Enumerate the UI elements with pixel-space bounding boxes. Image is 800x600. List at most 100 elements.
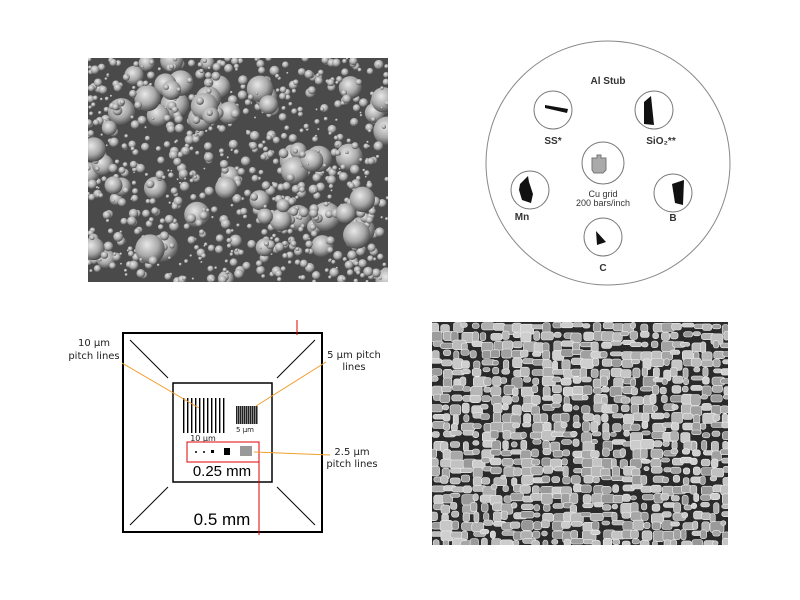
grain <box>572 322 584 328</box>
grain <box>449 430 462 436</box>
grain <box>630 511 643 521</box>
grain <box>432 465 440 477</box>
sphere <box>316 149 320 153</box>
sphere <box>134 101 143 110</box>
grain <box>670 395 684 403</box>
grain <box>583 331 595 341</box>
sphere <box>366 182 373 189</box>
label-10um: 10 μm <box>190 434 216 443</box>
grain <box>690 385 703 391</box>
sphere <box>233 63 240 69</box>
sphere <box>364 175 367 178</box>
grain <box>501 403 509 411</box>
sphere <box>104 77 108 81</box>
grain <box>673 528 681 540</box>
sphere <box>275 270 283 278</box>
sphere <box>385 196 388 200</box>
grain <box>631 548 636 557</box>
grain <box>733 520 747 528</box>
sphere <box>254 116 257 119</box>
sphere <box>109 262 116 270</box>
grain <box>481 502 489 513</box>
grain <box>602 322 614 330</box>
grain <box>592 378 602 389</box>
sphere <box>88 193 96 201</box>
grain <box>482 367 491 373</box>
grain <box>452 550 464 561</box>
sphere <box>327 246 334 254</box>
sphere <box>196 97 204 105</box>
grain <box>700 359 714 367</box>
sphere <box>366 67 374 75</box>
sphere <box>133 61 139 67</box>
sphere <box>147 71 155 80</box>
grain <box>601 504 612 511</box>
grain <box>533 512 541 518</box>
grain <box>449 492 461 498</box>
grain <box>621 511 631 519</box>
sphere <box>342 257 348 262</box>
grain <box>640 458 651 464</box>
sphere <box>295 247 300 251</box>
grain <box>632 519 644 531</box>
grain <box>662 440 670 447</box>
sphere <box>97 187 100 190</box>
sphere <box>328 184 334 189</box>
sphere <box>192 135 200 144</box>
grain <box>722 441 728 450</box>
grain <box>552 503 564 509</box>
grain <box>610 404 619 413</box>
sphere <box>286 173 295 182</box>
sphere <box>250 192 259 201</box>
grain <box>432 458 439 467</box>
sphere <box>382 262 387 267</box>
sphere <box>163 84 169 90</box>
grain <box>483 512 490 521</box>
10um-pitch-lines <box>183 398 225 433</box>
grain <box>630 322 636 329</box>
grain <box>441 359 453 367</box>
sphere <box>312 136 319 143</box>
sphere <box>334 100 342 108</box>
grain <box>733 530 740 539</box>
grain <box>590 368 599 378</box>
sphere <box>251 174 259 182</box>
sphere <box>328 131 332 136</box>
sphere <box>214 266 218 270</box>
sphere <box>90 65 100 75</box>
grain <box>553 331 562 338</box>
grain <box>651 548 659 559</box>
sphere <box>201 253 207 259</box>
sphere <box>261 274 266 279</box>
sphere <box>199 58 215 71</box>
sphere <box>291 184 301 194</box>
grain <box>710 394 723 403</box>
grain <box>690 502 697 509</box>
grain <box>663 412 670 419</box>
grain <box>460 322 468 328</box>
sphere <box>335 143 363 171</box>
grain <box>530 405 540 416</box>
sphere <box>168 64 175 70</box>
grain <box>532 422 544 433</box>
grain <box>500 510 508 520</box>
grain <box>720 520 727 526</box>
sphere <box>306 162 310 166</box>
grain <box>639 540 650 545</box>
sphere <box>259 95 279 115</box>
grain <box>560 322 574 329</box>
grain <box>601 413 609 423</box>
grain <box>520 439 528 451</box>
sphere <box>333 250 343 261</box>
grain <box>473 549 482 553</box>
sphere <box>368 207 376 215</box>
grain <box>602 538 612 545</box>
sphere <box>169 221 180 232</box>
sample-label-sio2: SiO₂** <box>646 136 676 147</box>
grain <box>591 431 602 437</box>
grain <box>581 432 592 444</box>
sphere <box>106 73 110 77</box>
grain <box>620 396 631 404</box>
grain <box>712 358 721 368</box>
grain <box>562 386 574 397</box>
